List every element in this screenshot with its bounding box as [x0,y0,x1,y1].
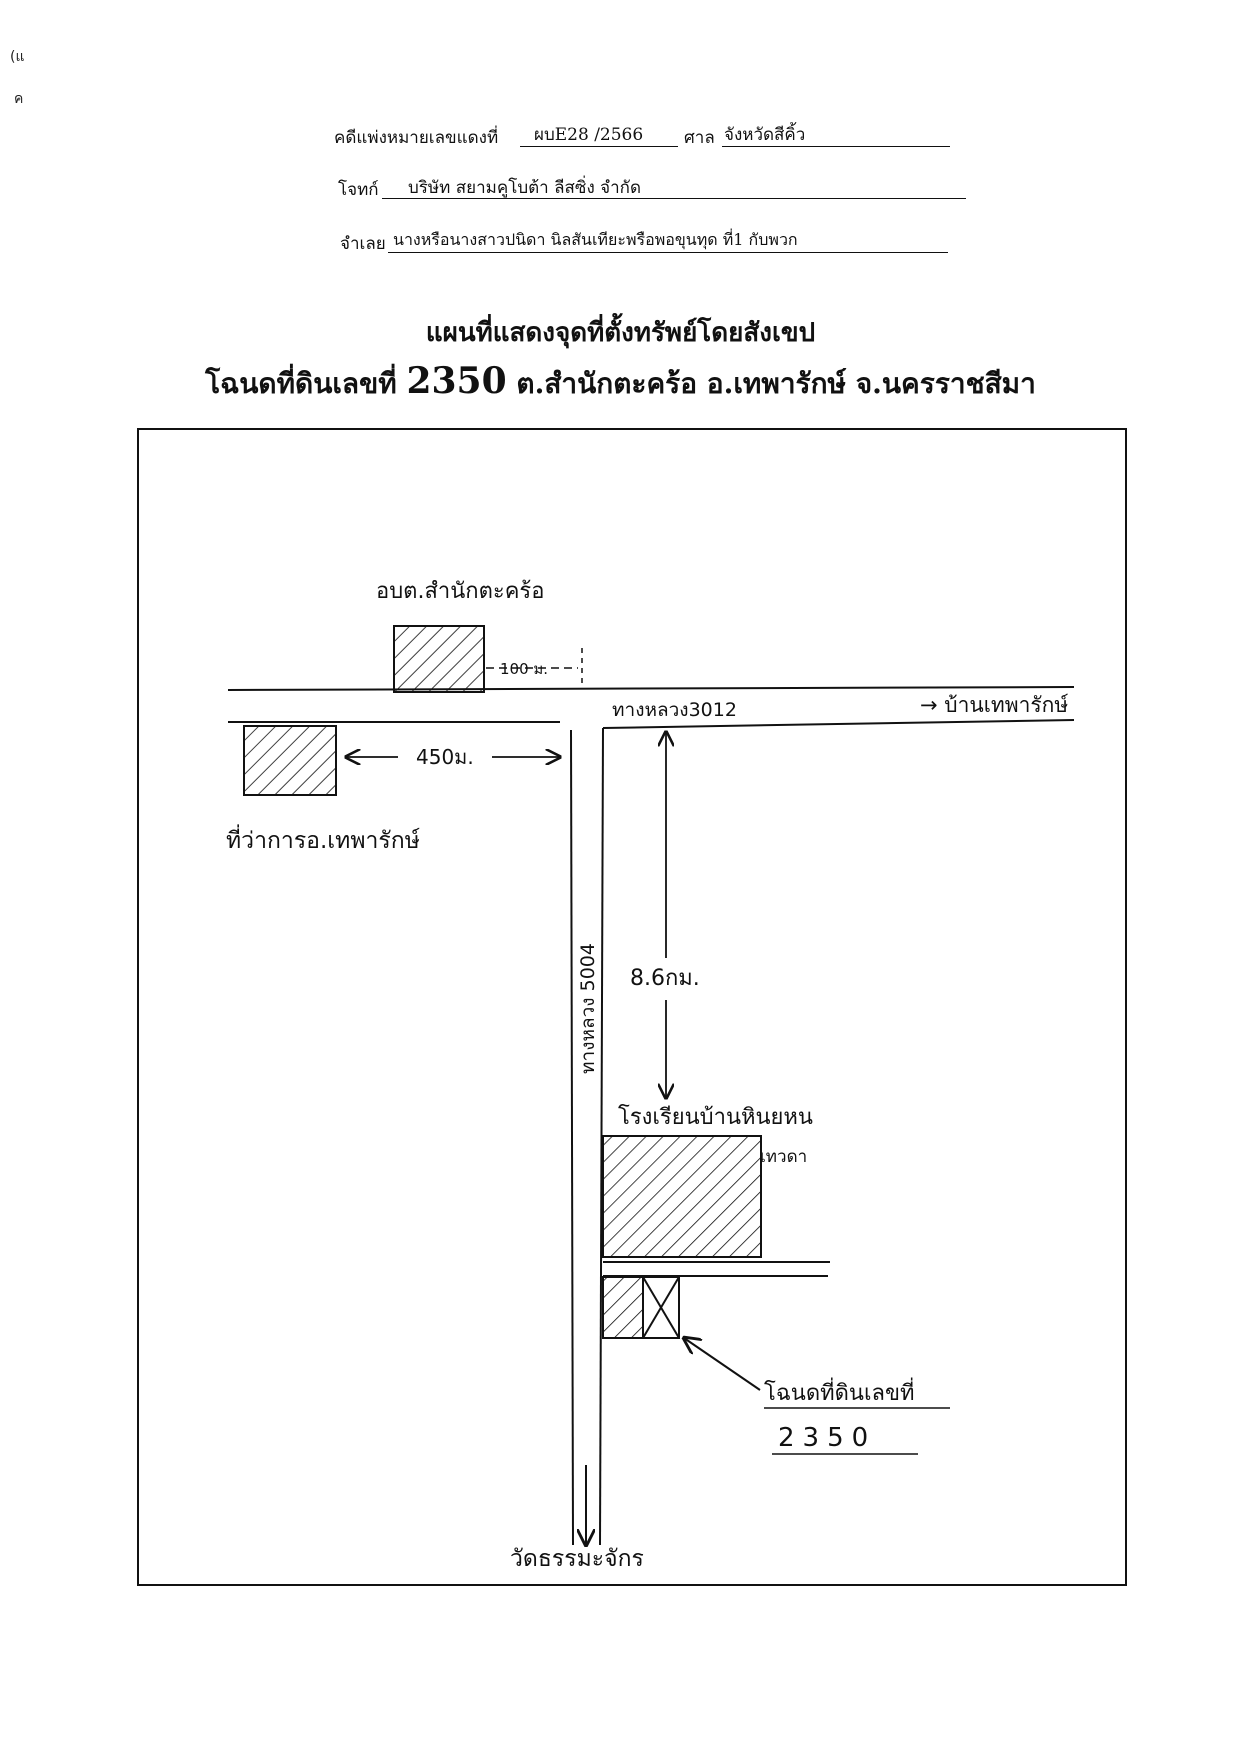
highway-3012-north-edge [227,686,1075,691]
highway-5004-east-edge [599,727,604,1546]
temple-label: วัดธรรมะจักร [510,1546,644,1572]
deed-label: โฉนดที่ดินเลขที่ [764,1377,915,1406]
deed-parcel-hatch [602,1276,644,1339]
deed-pointer-arrow [684,1338,761,1391]
corner-mark-top: (แ [10,49,25,65]
district-office-building [243,725,337,796]
defendant-value: นางหรือนางสาวปนิดา นิลสันเทียะพรือพอขุนท… [393,230,798,249]
plaintiff-label: โจทก์ [338,180,379,200]
map-subtitle: โฉนดที่ดินเลขที่ 2350 ต.สำนักตะคร้อ อ.เท… [0,360,1241,406]
defendant-label: จำเลย [340,234,386,254]
plaintiff-rule [382,198,966,199]
dist-100-label: 100 ม. [500,660,548,678]
case-label: คดีแพ่งหมายเลขแดงที่ [334,128,499,148]
school-label-line1: โรงเรียนบ้านหินยหน [618,1104,813,1130]
map-title: แผนที่แสดงจุดที่ตั้งทรัพย์โดยสังเขป [425,318,816,348]
corner-mark-bottom: ค [14,91,24,107]
defendant-rule [388,252,948,253]
subtitle-deed-number: 2350 [406,360,507,402]
court-rule [722,146,950,147]
case-number-rule [520,146,678,147]
case-number: ผบE28 /2566 [534,125,644,145]
subtitle-location: ต.สำนักตะคร้อ อ.เทพารักษ์ จ.นครราชสีมา [516,367,1036,400]
court-value: จังหวัดสีคิ้ว [724,125,806,145]
dist-450-label: 450ม. [416,745,474,769]
plaintiff-value: บริษัท สยามคูโบต้า ลีสซิ่ง จำกัด [408,178,641,198]
deed-parcel-cross-b [642,1276,680,1339]
to-ban-thepharak-label: → บ้านเทพารักษ์ [920,693,1069,717]
school-label-line2: เทวดา [760,1147,807,1167]
school-building [602,1135,762,1258]
map-frame [137,428,1127,1586]
sao-label: อบต.สำนักตะคร้อ [376,579,544,604]
subtitle-prefix: โฉนดที่ดินเลขที่ [205,367,397,400]
highway-5004-label: ทางหลวง 5004 [577,943,599,1074]
highway-5004-west-edge [570,729,574,1546]
court-label: ศาล [684,128,715,148]
district-office-label: ที่ว่าการอ.เทพารักษ์ [226,824,420,854]
sao-building [393,625,485,693]
highway-3012-south-edge-east [602,719,1075,729]
highway-3012-label: ทางหลวง3012 [612,699,737,721]
deed-number: 2350 [778,1423,876,1453]
dist-8-6-label: 8.6กม. [630,966,700,991]
